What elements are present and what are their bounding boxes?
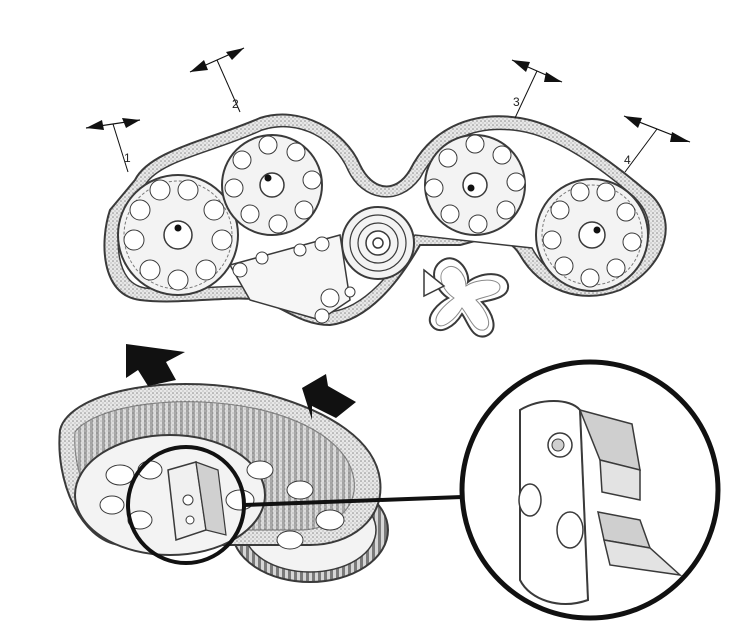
camshaft-gear-right-outer bbox=[535, 178, 649, 292]
bottom-view bbox=[58, 344, 721, 621]
measure-point-2: 2 bbox=[189, 47, 245, 113]
idler-linkage bbox=[228, 234, 356, 324]
detail-connector bbox=[243, 495, 463, 507]
measure-point-1: 1 bbox=[85, 118, 141, 173]
camshaft-gear-right-inner bbox=[424, 134, 526, 236]
measure-label-1: 1 bbox=[124, 151, 131, 165]
camshaft-gear-left-inner bbox=[221, 134, 323, 236]
camshaft-gear-left-outer bbox=[117, 174, 239, 296]
tensioner-pulley bbox=[341, 206, 415, 280]
measure-label-2: 2 bbox=[232, 97, 239, 111]
measure-point-4: 4 bbox=[623, 115, 691, 173]
rotation-arrow-right bbox=[302, 374, 356, 420]
cross-bracket bbox=[429, 257, 510, 338]
measure-label-4: 4 bbox=[624, 153, 631, 167]
measure-point-3: 3 bbox=[511, 59, 563, 119]
rotation-arrow-left bbox=[126, 344, 185, 386]
locking-tool-magnified bbox=[519, 400, 590, 605]
detail-circle-large bbox=[459, 359, 721, 621]
alignment-triangle bbox=[423, 268, 446, 298]
locking-tool-small bbox=[167, 461, 227, 542]
measure-label-3: 3 bbox=[513, 95, 520, 109]
top-view: 1 2 3 4 bbox=[85, 47, 691, 338]
